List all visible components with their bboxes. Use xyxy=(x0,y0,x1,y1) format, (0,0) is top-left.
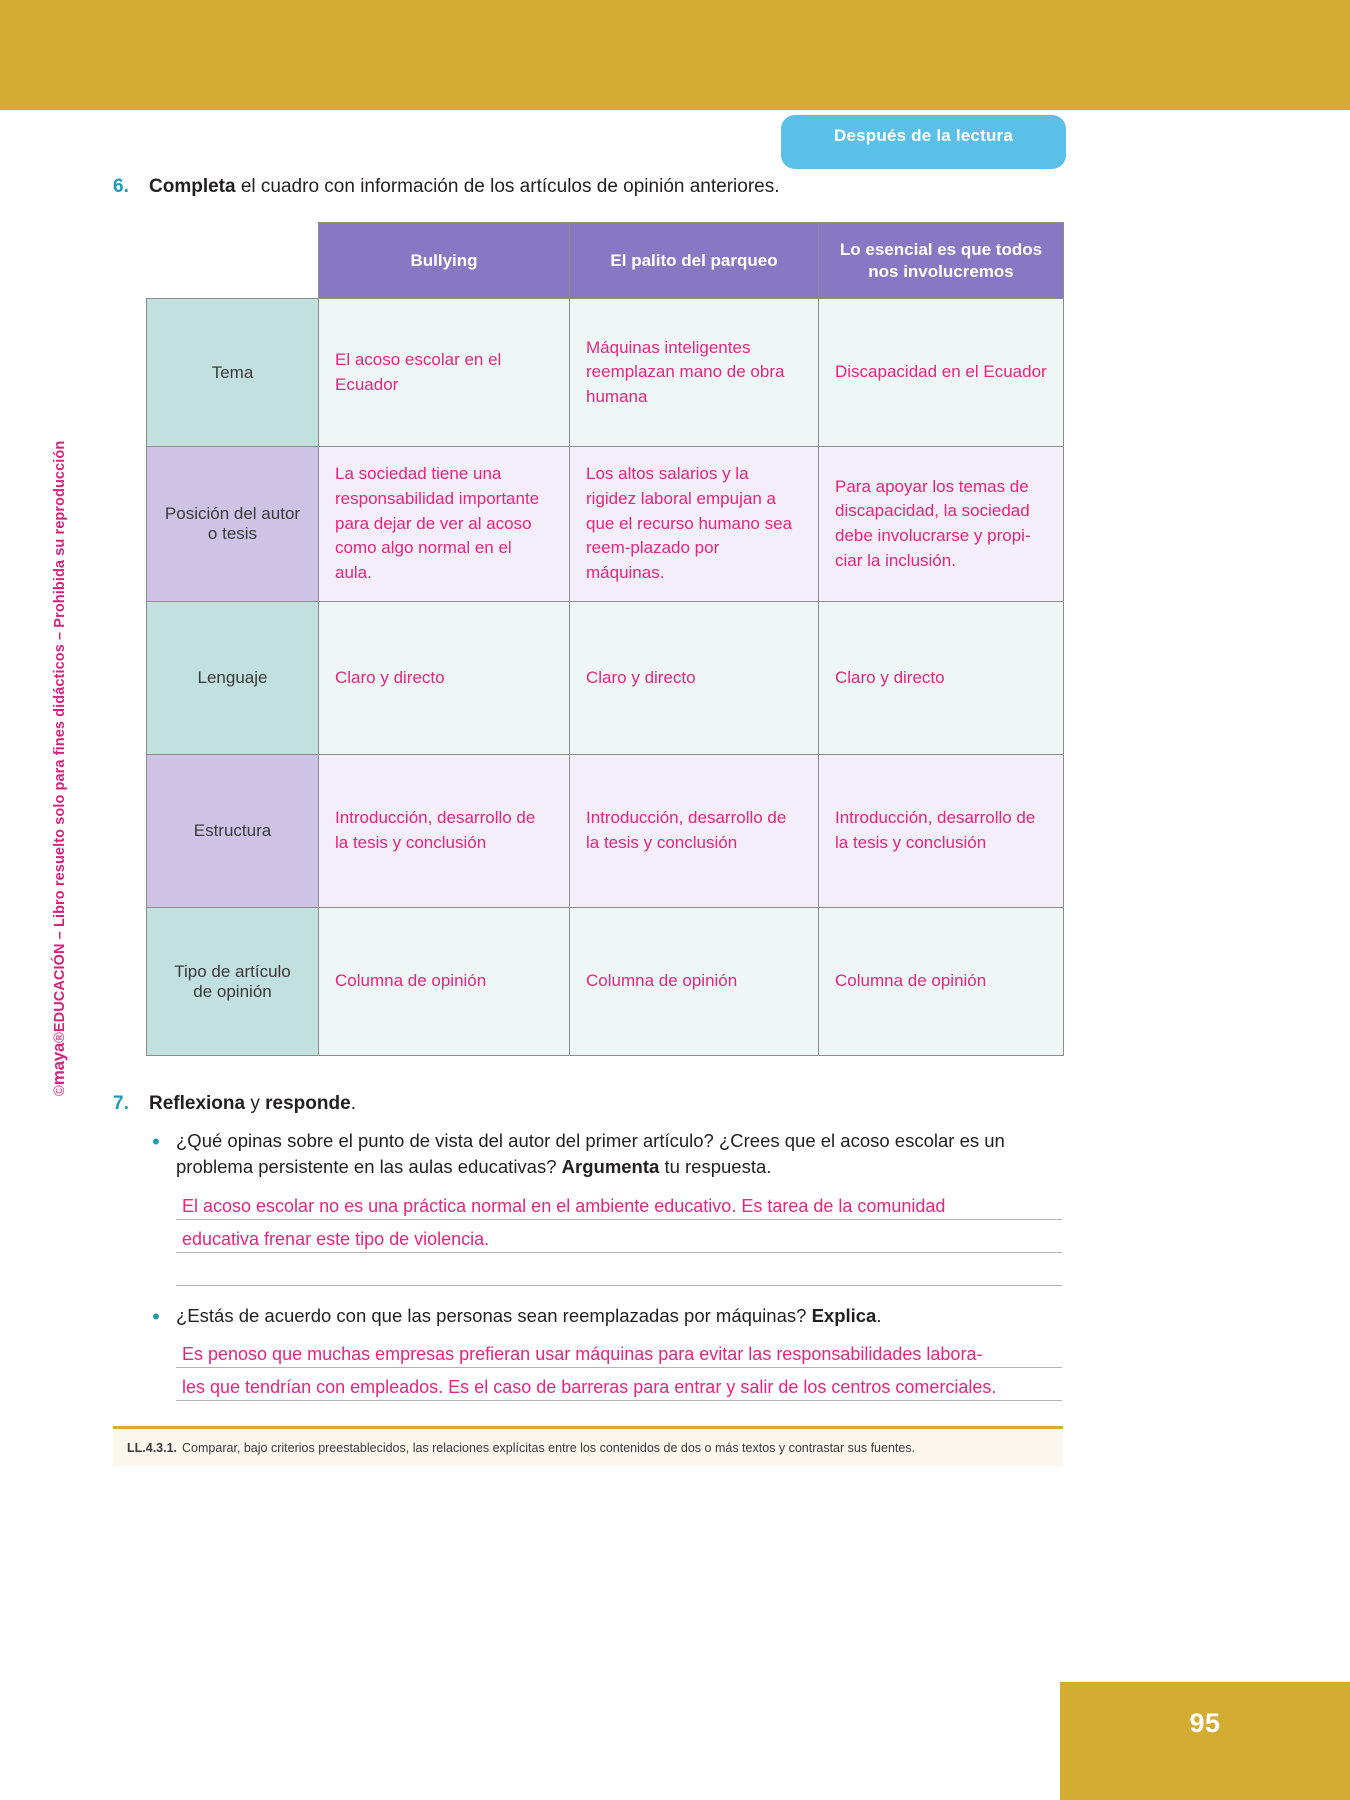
answer-line[interactable]: les que tendrían con empleados. Es el ca… xyxy=(176,1368,1062,1402)
exercise-7-period: . xyxy=(350,1093,356,1114)
question-block-1: • ¿Qué opinas sobre el punto de vista de… xyxy=(150,1128,1062,1286)
answer-cell[interactable]: Columna de opinión xyxy=(818,907,1064,1056)
standard-description: Comparar, bajo criterios preestablecidos… xyxy=(182,1440,916,1455)
section-tab: Después de la lectura xyxy=(781,115,1066,157)
section-tab-skirt xyxy=(781,155,1066,169)
row-label-posicion: Posición del autor o tesis xyxy=(146,446,319,602)
copyright-symbol: © xyxy=(52,1085,68,1096)
table-row: Estructura Introducción, desarrollo de l… xyxy=(146,754,1064,908)
answer-cell[interactable]: Claro y directo xyxy=(569,601,819,755)
question-1-part-1: ¿Qué opinas sobre el punto de vista del … xyxy=(176,1130,1005,1178)
bullet-icon: • xyxy=(152,1129,160,1154)
exercise-7-heading: 7. Reflexiona y responde. xyxy=(113,1093,1013,1115)
row-label-lenguaje: Lenguaje xyxy=(146,601,319,755)
question-1-text: ¿Qué opinas sobre el punto de vista del … xyxy=(176,1128,1062,1181)
answer-cell[interactable]: Los altos salarios y la rigidez laboral … xyxy=(569,446,819,602)
column-header-palito: El palito del parqueo xyxy=(569,222,819,299)
bullet-icon: • xyxy=(152,1304,160,1329)
answer-cell[interactable]: Discapacidad en el Ecuador xyxy=(818,298,1064,447)
standard-code: LL.4.3.1. xyxy=(127,1440,178,1455)
answer-cell[interactable]: El acoso escolar en el Ecuador xyxy=(318,298,570,447)
column-header-bullying: Bullying xyxy=(318,222,570,299)
table-corner-cell xyxy=(147,223,319,299)
exercise-7-verb-1: Reflexiona xyxy=(149,1093,246,1114)
comparison-table: Bullying El palito del parqueo Lo esenci… xyxy=(146,222,1064,1056)
answer-rules-2: Es penoso que muchas empresas prefieran … xyxy=(176,1335,1062,1435)
question-2-text: ¿Estás de acuerdo con que las personas s… xyxy=(176,1303,882,1329)
row-label-tipo: Tipo de artículo de opinión xyxy=(146,907,319,1056)
answer-cell[interactable]: Claro y directo xyxy=(818,601,1064,755)
question-2-part-2: . xyxy=(876,1305,882,1326)
answer-cell[interactable]: Introducción, desarrollo de la tesis y c… xyxy=(318,754,570,908)
registered-symbol: ® xyxy=(52,1032,68,1043)
exercise-7-conjunction: y xyxy=(245,1093,266,1114)
exercise-7-verb-2: responde xyxy=(265,1093,351,1114)
exercise-6-instruction: Completa el cuadro con información de lo… xyxy=(149,176,780,198)
answer-line[interactable]: Es penoso que muchas empresas prefieran … xyxy=(176,1335,1062,1369)
exercise-7-number: 7. xyxy=(113,1093,129,1114)
copyright-sidebar: ©maya®EDUCACIÓN – Libro resuelto solo pa… xyxy=(49,441,69,1096)
answer-cell[interactable]: La sociedad tiene una responsabilidad im… xyxy=(318,446,570,602)
column-header-esencial: Lo esencial es que todos nos involucremo… xyxy=(818,222,1064,299)
table-row: Posición del autor o tesis La sociedad t… xyxy=(146,446,1064,602)
question-2-bold: Explica xyxy=(811,1305,877,1326)
answer-cell[interactable]: Para apoyar los temas de discapacidad, l… xyxy=(818,446,1064,602)
standard-code-box: LL.4.3.1. Comparar, bajo criterios prees… xyxy=(113,1426,1063,1466)
answer-line[interactable] xyxy=(176,1253,1062,1286)
brand-maya: maya xyxy=(49,1042,68,1086)
table-row: Lenguaje Claro y directo Claro y directo… xyxy=(146,601,1064,755)
answer-line[interactable]: educativa frenar este tipo de violencia. xyxy=(176,1220,1062,1253)
answer-cell[interactable]: Introducción, desarrollo de la tesis y c… xyxy=(569,754,819,908)
copyright-text: EDUCACIÓN – Libro resuelto solo para fin… xyxy=(52,440,68,1033)
exercise-6-number: 6. xyxy=(113,176,129,197)
exercise-7-instruction: Reflexiona y responde. xyxy=(149,1093,356,1115)
row-label-estructura: Estructura xyxy=(146,754,319,908)
answer-line[interactable]: El acoso escolar no es una práctica norm… xyxy=(176,1187,1062,1220)
table-row: Tipo de artículo de opinión Columna de o… xyxy=(146,907,1064,1056)
bullet-row: • ¿Estás de acuerdo con que las personas… xyxy=(150,1303,1062,1329)
answer-cell[interactable]: Claro y directo xyxy=(318,601,570,755)
answer-cell[interactable]: Introducción, desarrollo de la tesis y c… xyxy=(818,754,1064,908)
answer-cell[interactable]: Columna de opinión xyxy=(569,907,819,1056)
bullet-row: • ¿Qué opinas sobre el punto de vista de… xyxy=(150,1128,1062,1181)
answer-rules-1: El acoso escolar no es una práctica norm… xyxy=(176,1187,1062,1286)
question-block-2: • ¿Estás de acuerdo con que las personas… xyxy=(150,1303,1062,1435)
question-2-part-1: ¿Estás de acuerdo con que las personas s… xyxy=(176,1305,812,1326)
answer-cell[interactable]: Columna de opinión xyxy=(318,907,570,1056)
bottom-gold-band xyxy=(1060,1682,1350,1800)
page-number: 95 xyxy=(1189,1708,1221,1738)
table-header-row: Bullying El palito del parqueo Lo esenci… xyxy=(147,222,1064,299)
question-1-bold: Argumenta xyxy=(561,1156,660,1178)
answer-cell[interactable]: Máquinas inteligentes reemplazan mano de… xyxy=(569,298,819,447)
row-label-tema: Tema xyxy=(146,298,319,447)
table-row: Tema El acoso escolar en el Ecuador Máqu… xyxy=(146,298,1064,447)
question-1-part-2: tu respuesta. xyxy=(659,1156,772,1178)
top-gold-band xyxy=(0,0,1350,110)
exercise-6-rest: el cuadro con información de los artícul… xyxy=(235,176,780,197)
exercise-6-heading: 6. Completa el cuadro con información de… xyxy=(113,176,1013,198)
exercise-6-verb: Completa xyxy=(149,176,236,197)
